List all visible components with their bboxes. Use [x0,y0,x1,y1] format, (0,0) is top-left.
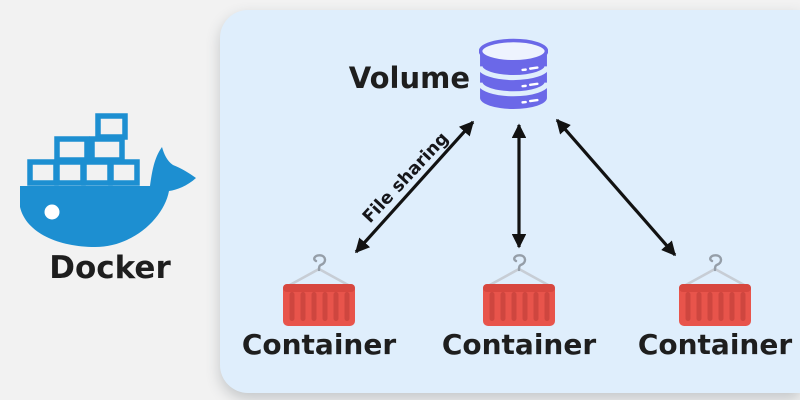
shipping-container-icon [483,254,555,326]
shipping-container-icon [679,254,751,326]
volume-label: Volume [348,61,470,95]
whale-body [20,147,196,247]
docker-whale-icon [20,113,196,247]
container-label: Container [637,328,793,361]
container-label: Container [441,328,597,361]
whale-cargo-boxes [27,113,140,186]
crane-hook-icon [486,254,552,288]
container-label: Container [241,328,397,361]
shipping-container-icon [283,254,355,326]
whale-eye [44,204,60,220]
docker-label: Docker [49,250,171,286]
crane-hook-icon [682,254,748,288]
database-icon [479,38,548,109]
crane-hook-icon [286,254,352,288]
